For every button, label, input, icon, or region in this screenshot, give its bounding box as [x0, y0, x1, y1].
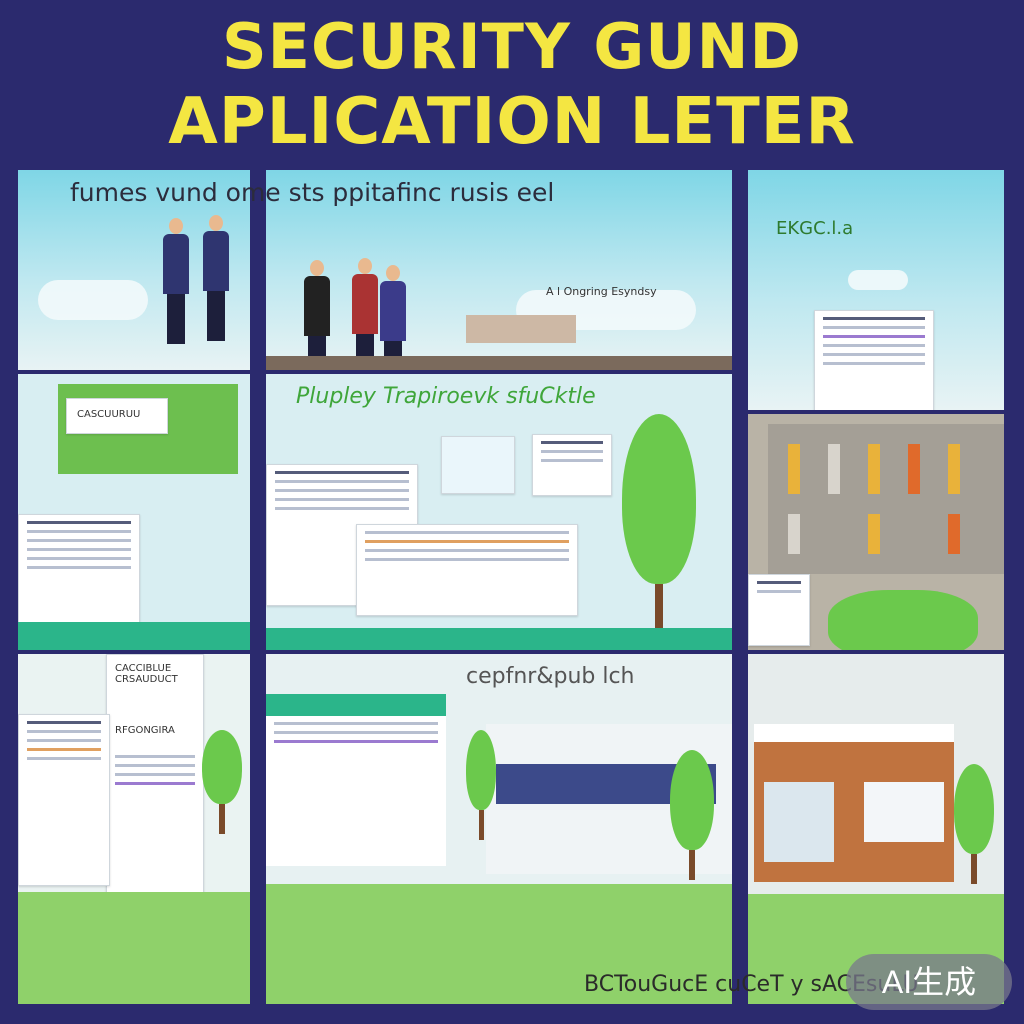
panel-middle-right: [748, 414, 1004, 650]
tree-illustration: [954, 764, 994, 884]
green-banner-text: Plupley Trapiroevk sfuCktle: [296, 384, 596, 409]
panel-top-center: A l Ongring Esyndsy: [266, 170, 732, 370]
building-illustration: [754, 724, 954, 882]
person-figure: [304, 260, 330, 370]
panel-middle-left: CASCUURUU: [18, 374, 250, 650]
middle-scrawl: cepfnr&pub lch: [466, 664, 635, 689]
person-figure: [352, 258, 378, 370]
poster-title-line1: SECURITY GUND: [221, 10, 803, 83]
person-figure: [380, 265, 406, 370]
poster-title-line2: APLICATION LETER: [168, 85, 856, 159]
ai-generated-badge: AI生成: [846, 954, 1012, 1010]
panel-bottom-left: CACCIBLUE CRSAUDUCT RFGONGIRA: [18, 654, 250, 1004]
document-card: CASCUURUU: [66, 398, 168, 434]
lower-left-doc-title: CACCIBLUE CRSAUDUCT: [115, 663, 178, 685]
panel-bottom-right: [748, 654, 1004, 1004]
panel-top-right: EKGC.l.a: [748, 170, 1004, 410]
person-figure: [163, 218, 189, 344]
top-caption: fumes vund ome sts ppitafinc rusis eel: [70, 178, 555, 207]
document-card: [748, 574, 810, 646]
top-right-scrawl: EKGC.l.a: [776, 218, 854, 239]
screen-card: [441, 436, 515, 494]
tree-illustration: [670, 750, 714, 880]
building-illustration: [768, 424, 1004, 574]
panel-bottom-center: cepfnr&pub lch: [266, 654, 732, 1004]
document-card: [356, 524, 578, 616]
tree-illustration: [828, 590, 978, 650]
tree-illustration: [622, 414, 696, 644]
lower-left-doc-subtitle: RFGONGIRA: [115, 725, 175, 736]
tree-illustration: [466, 730, 496, 840]
document-card: [18, 514, 140, 626]
small-caption: A l Ongring Esyndsy: [546, 285, 657, 298]
document-card: [532, 434, 612, 496]
building-illustration: [266, 694, 446, 866]
panel-middle-center: Plupley Trapiroevk sfuCktle: [266, 374, 732, 650]
document-card: CACCIBLUE CRSAUDUCT RFGONGIRA: [106, 654, 204, 896]
document-card: [814, 310, 934, 410]
person-figure: [203, 215, 229, 341]
left-doc-title: CASCUURUU: [77, 409, 141, 420]
panel-top-left: [18, 170, 250, 370]
document-card: [18, 714, 110, 886]
tree-illustration: [202, 730, 242, 834]
